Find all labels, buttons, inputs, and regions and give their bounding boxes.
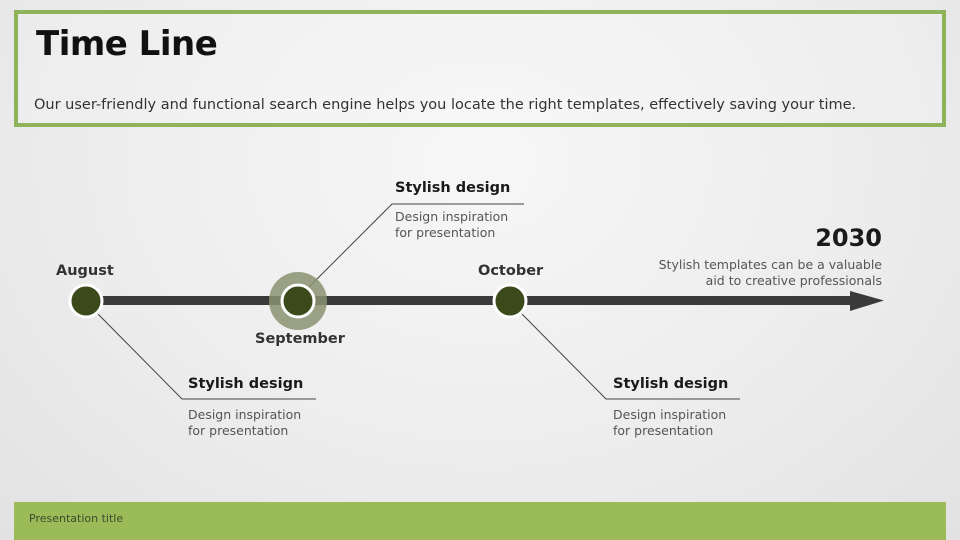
card-desc-august: Design inspiration for presentation <box>188 407 301 439</box>
card-desc-line: for presentation <box>613 423 714 438</box>
card-desc-line: for presentation <box>395 225 496 240</box>
card-desc-line: for presentation <box>188 423 289 438</box>
footer-bar: Presentation title <box>14 502 946 540</box>
end-year: 2030 <box>815 224 882 252</box>
end-desc-line: Stylish templates can be a valuable <box>658 257 882 272</box>
card-desc-line: Design inspiration <box>613 407 727 422</box>
node-august[interactable] <box>68 283 104 319</box>
month-label-september: September <box>255 331 345 347</box>
card-title-september: Stylish design <box>395 180 511 196</box>
end-desc-line: aid to creative professionals <box>705 273 882 288</box>
card-desc-october: Design inspiration for presentation <box>613 407 726 439</box>
end-desc: Stylish templates can be a valuable aid … <box>659 257 882 289</box>
timeline-arrowhead <box>850 291 884 311</box>
page-title: Time Line <box>36 24 218 64</box>
node-september[interactable] <box>280 283 316 319</box>
node-october[interactable] <box>492 283 528 319</box>
footer-title: Presentation title <box>29 512 124 525</box>
card-title-august: Stylish design <box>188 376 304 392</box>
connector-august <box>97 313 316 400</box>
header-box: Time Line Our user-friendly and function… <box>14 10 946 127</box>
timeline-axis <box>86 296 856 305</box>
card-desc-september: Design inspiration for presentation <box>395 209 508 241</box>
connector-october <box>521 313 740 400</box>
month-label-august: August <box>56 263 114 279</box>
connector-september <box>305 203 524 291</box>
card-desc-line: Design inspiration <box>188 407 302 422</box>
card-desc-line: Design inspiration <box>395 209 509 224</box>
card-title-october: Stylish design <box>613 376 729 392</box>
page-subtitle: Our user-friendly and functional search … <box>34 97 857 113</box>
month-label-october: October <box>478 263 544 279</box>
